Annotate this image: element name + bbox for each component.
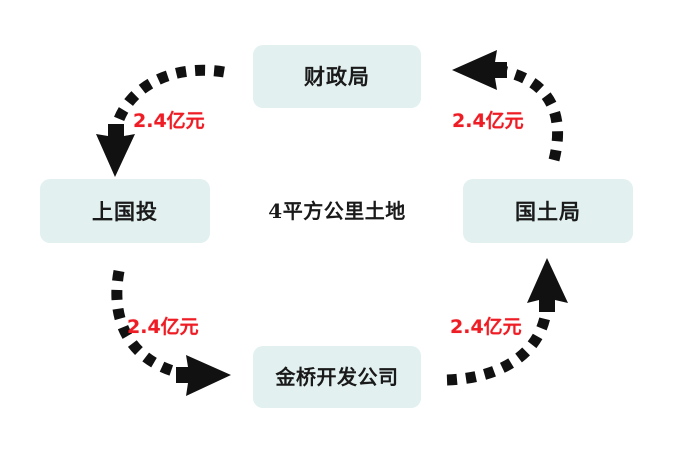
flow-label-bottom-right: 2.4亿元 xyxy=(450,316,522,338)
node-guotuju[interactable]: 国土局 xyxy=(463,179,633,243)
node-jinqiao[interactable]: 金桥开发公司 xyxy=(253,346,421,408)
node-land-parcel-label: 4平方公里土地 xyxy=(268,199,406,223)
flow-arrow-top-left-path xyxy=(110,64,225,130)
flow-arrow-bottom-left-head xyxy=(176,355,231,396)
flow-arrow-bottom-right-head xyxy=(527,258,568,312)
flow-arrow-bottom-right xyxy=(446,258,568,386)
flow-arrow-top-right-head xyxy=(452,50,507,90)
node-caizhengju[interactable]: 财政局 xyxy=(253,45,421,108)
node-land-parcel[interactable]: 4平方公里土地 xyxy=(253,179,421,243)
flow-arrow-bottom-left-path xyxy=(111,270,182,379)
node-shangguotou[interactable]: 上国投 xyxy=(40,179,210,243)
flow-label-top-left: 2.4亿元 xyxy=(133,110,205,132)
flow-label-bottom-left: 2.4亿元 xyxy=(127,316,199,338)
node-guotuju-label: 国土局 xyxy=(515,198,581,224)
flow-arrow-top-right-path xyxy=(496,64,563,162)
node-caizhengju-label: 财政局 xyxy=(304,64,370,89)
node-shangguotou-label: 上国投 xyxy=(92,198,158,224)
flow-arrow-top-left-head xyxy=(96,124,135,177)
node-jinqiao-label: 金桥开发公司 xyxy=(275,365,399,389)
flow-arrow-top-right xyxy=(452,50,563,162)
flow-arrow-top-left xyxy=(96,64,225,177)
flow-label-top-right: 2.4亿元 xyxy=(452,110,524,132)
flow-arrow-bottom-left xyxy=(111,270,231,396)
